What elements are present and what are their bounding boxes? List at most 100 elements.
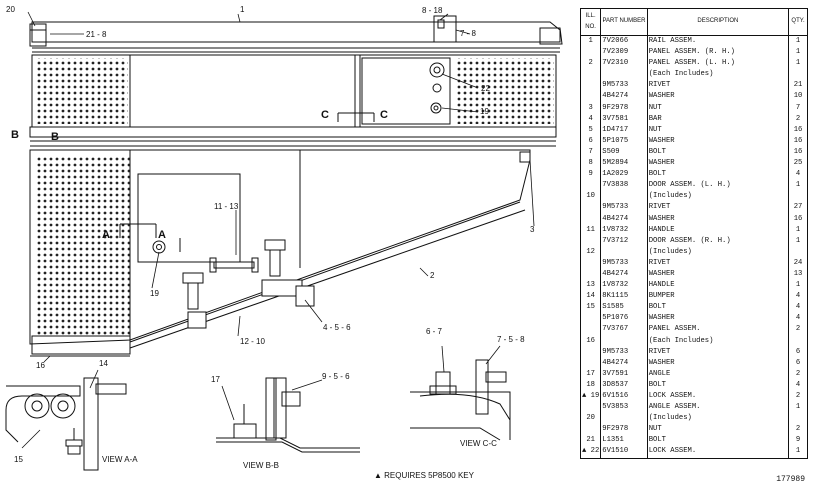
row-ill-no: 5 [579, 124, 602, 136]
section-label-a-left: A [102, 229, 110, 241]
view-a-a [5, 377, 127, 471]
header-part-number: PART NUMBER [600, 8, 648, 36]
row-part-number: 1A2029 [600, 169, 648, 181]
leader-lines [27, 11, 535, 363]
row-qty: 9 [788, 435, 808, 447]
row-description: WASHER [646, 357, 790, 369]
row-ill-no: 8 [579, 158, 602, 170]
section-label-a-right: A [158, 229, 166, 241]
row-qty: 1 [788, 446, 808, 459]
view-c-c-label: VIEW C-C [460, 439, 497, 448]
row-part-number: 7V2310 [600, 58, 648, 70]
row-ill-no: 11 [579, 224, 602, 236]
row-ill-no: 17 [579, 368, 602, 380]
row-part-number: 4B4274 [600, 213, 648, 225]
row-description: BOLT [646, 302, 790, 314]
row-qty: 13 [788, 268, 808, 281]
callout-19-upper: 19 [480, 107, 489, 116]
row-part-number [600, 246, 648, 258]
row-part-number: 1V8732 [600, 224, 648, 236]
top-right-bracket [539, 27, 563, 45]
right-edge [519, 151, 531, 163]
callout-16: 16 [36, 361, 45, 370]
row-description: RIVET [646, 80, 790, 92]
row-description: WASHER [646, 313, 790, 325]
key-note: ▲ REQUIRES 5P8500 KEY [374, 471, 475, 480]
row-qty: 1 [788, 35, 808, 48]
row-ill-no: 6 [579, 135, 602, 147]
row-description: (Includes) [646, 191, 790, 203]
view-b-b [216, 377, 360, 453]
row-description: LOCK ASSEM. [646, 391, 790, 403]
drawing-number: 177989 [776, 475, 805, 484]
row-qty: 4 [788, 169, 808, 181]
row-description: PANEL ASSEM. (R. H.) [646, 47, 790, 59]
row-ill-no: 14 [579, 291, 602, 303]
row-description: BOLT [646, 146, 790, 159]
row-ill-no [579, 69, 602, 81]
row-part-number: 7V3767 [600, 324, 648, 336]
row-part-number: 6V1516 [600, 391, 648, 403]
row-part-number: 4B4274 [600, 357, 648, 369]
row-description: RIVET [646, 346, 790, 358]
row-ill-no: 18 [579, 379, 602, 391]
row-qty: 16 [788, 135, 808, 147]
row-ill-no [579, 91, 602, 103]
callout-11-13: 11 - 13 [214, 202, 239, 211]
row-qty: 1 [788, 235, 808, 247]
handle [209, 257, 259, 273]
row-part-number: 5M2894 [600, 158, 648, 170]
row-description: BOLT [646, 379, 790, 391]
row-part-number: 6V1510 [600, 446, 648, 459]
row-qty: 2 [788, 424, 808, 436]
row-description: (Includes) [646, 246, 790, 258]
row-part-number: 8K1115 [600, 291, 648, 303]
row-description: (Each Includes) [646, 335, 790, 347]
callout-6-7: 6 - 7 [426, 327, 443, 336]
row-ill-no [579, 47, 602, 59]
row-ill-no [579, 402, 602, 414]
row-part-number [600, 191, 648, 203]
row-qty: 4 [788, 291, 808, 303]
callout-7-5-8: 7 - 5 - 8 [497, 335, 525, 344]
row-description: HANDLE [646, 280, 790, 292]
table-row: (Each Includes) [579, 69, 808, 81]
row-qty: 4 [788, 379, 808, 391]
callout-20: 20 [6, 5, 15, 14]
row-description: BOLT [646, 435, 790, 447]
row-qty [788, 69, 808, 81]
callout-14: 14 [99, 359, 108, 368]
row-ill-no: 3 [579, 102, 602, 114]
row-part-number: 9F2978 [600, 102, 648, 114]
section-label-b-right: B [51, 131, 59, 143]
row-part-number: 5P1075 [600, 135, 648, 147]
row-description: RIVET [646, 202, 790, 214]
row-part-number: 9M5733 [600, 202, 648, 214]
row-description: RIVET [646, 257, 790, 269]
row-part-number [600, 413, 648, 425]
row-part-number [600, 335, 648, 347]
row-description: DOOR ASSEM. (R. H.) [646, 235, 790, 247]
door-assembly [137, 173, 241, 263]
row-qty: 16 [788, 124, 808, 136]
row-description: BUMPER [646, 291, 790, 303]
section-mark-c [337, 112, 375, 122]
table-row: 20(Includes) [579, 413, 808, 425]
row-qty: 4 [788, 302, 808, 314]
